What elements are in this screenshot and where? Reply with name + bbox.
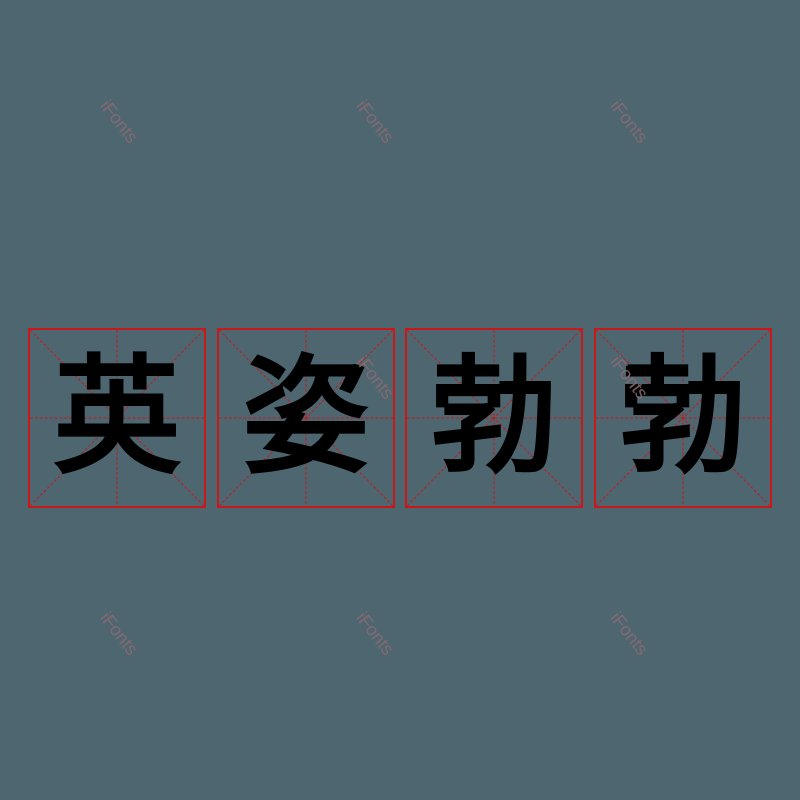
char-box-1: 英	[28, 328, 206, 508]
grid-lines-icon	[30, 330, 204, 506]
grid-lines-icon	[219, 330, 393, 506]
watermark-2: iFonts	[352, 96, 399, 147]
watermark-6: iFonts	[606, 608, 653, 659]
watermark-3: iFonts	[606, 96, 653, 147]
grid-lines-icon	[596, 330, 770, 506]
char-box-3: 勃	[405, 328, 583, 508]
char-box-2: 姿	[217, 328, 395, 508]
character-glyph: 勃	[618, 343, 747, 492]
character-glyph: 姿	[241, 343, 370, 492]
watermark-4: iFonts	[96, 608, 143, 659]
character-glyph: 英	[52, 343, 181, 492]
character-glyph: 勃	[429, 343, 558, 492]
char-box-4: 勃	[594, 328, 772, 508]
watermark-5: iFonts	[352, 608, 399, 659]
grid-lines-icon	[407, 330, 581, 506]
watermark-1: iFonts	[96, 96, 143, 147]
